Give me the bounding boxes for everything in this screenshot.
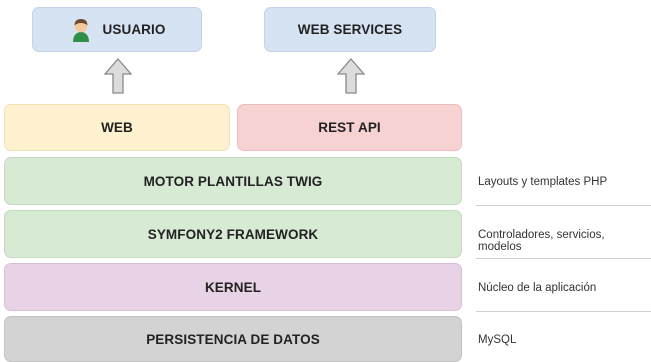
kernel-note: Núcleo de la aplicación [478, 282, 597, 294]
twig-layer: MOTOR PLANTILLAS TWIG [4, 157, 462, 205]
web-label: WEB [101, 120, 133, 135]
web-box: WEB [4, 104, 230, 151]
divider [476, 311, 651, 312]
usuario-label: USUARIO [102, 22, 166, 37]
rest-api-label: REST API [318, 120, 381, 135]
web-services-box: WEB SERVICES [264, 7, 436, 52]
web-services-label: WEB SERVICES [297, 22, 403, 37]
kernel-label: KERNEL [204, 279, 262, 295]
up-arrow-icon [104, 58, 132, 94]
divider [476, 205, 651, 206]
up-arrow-icon [337, 58, 365, 94]
rest-api-box: REST API [237, 104, 462, 151]
persistence-label: PERSISTENCIA DE DATOS [146, 331, 320, 347]
twig-note: Layouts y templates PHP [478, 176, 608, 188]
persistence-note: MySQL [478, 334, 517, 346]
user-icon [69, 17, 93, 43]
symfony-note: Controladores, servicios, modelos [478, 229, 605, 253]
persistence-layer: PERSISTENCIA DE DATOS [4, 316, 462, 362]
kernel-layer: KERNEL [4, 263, 462, 311]
usuario-box: USUARIO [32, 7, 202, 52]
symfony-layer: SYMFONY2 FRAMEWORK [4, 210, 462, 258]
divider [476, 258, 651, 259]
twig-label: MOTOR PLANTILLAS TWIG [143, 173, 323, 189]
symfony-label: SYMFONY2 FRAMEWORK [147, 226, 319, 242]
